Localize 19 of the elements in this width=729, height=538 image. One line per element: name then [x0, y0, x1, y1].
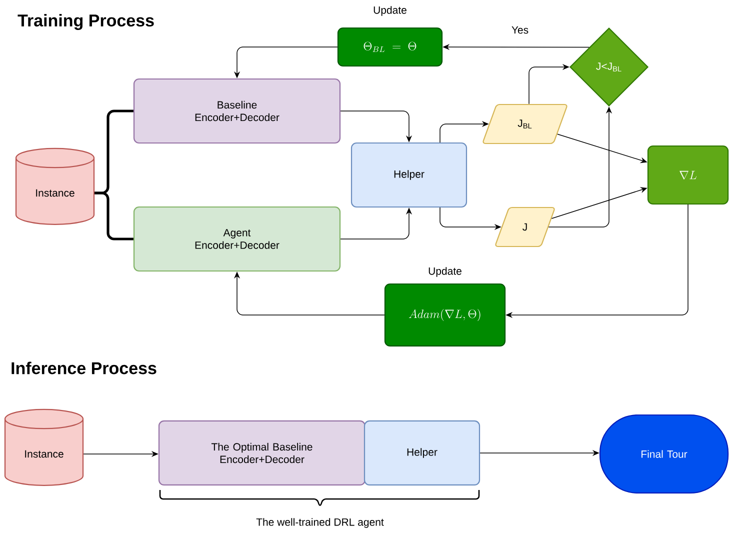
- process-box: The Optimal Baseline Encoder+Decoder: [158, 420, 366, 486]
- node-caption: Update: [428, 267, 462, 277]
- process-box: $\Theta_{BL} = \Theta$: [337, 27, 443, 67]
- process-box: $\nabla L$: [647, 145, 729, 205]
- process-box: $Adam(\nabla L, \Theta)$: [384, 283, 506, 347]
- process-box: Baseline Encoder+Decoder: [133, 78, 341, 144]
- process-box: Agent Encoder+Decoder: [133, 206, 341, 272]
- brace-label: The well-trained DRL agent: [256, 518, 384, 528]
- data-parallelogram: J$_{BL}$: [482, 104, 568, 144]
- database-cylinder: Instance: [15, 148, 95, 225]
- database-cylinder: Instance: [4, 408, 84, 486]
- heading: Inference Process: [12, 362, 156, 374]
- process-box: Helper: [364, 420, 480, 486]
- terminal-oval: Final Tour: [599, 414, 729, 494]
- heading: Training Process: [18, 14, 154, 30]
- node-caption: Update: [374, 6, 406, 16]
- process-box: Helper: [350, 142, 468, 208]
- data-parallelogram: J: [495, 206, 555, 248]
- edge-label: Yes: [510, 25, 530, 35]
